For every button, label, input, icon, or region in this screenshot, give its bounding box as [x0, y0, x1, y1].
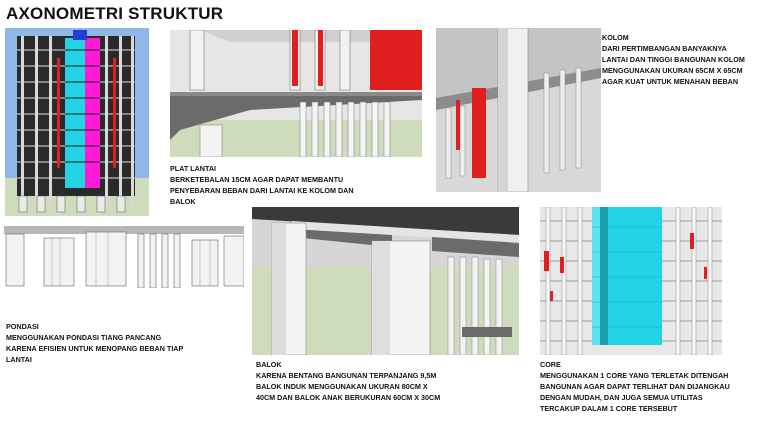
pondasi-text: MENGGUNAKAN PONDASI TIANG PANCANG KARENA…: [6, 333, 184, 364]
page-title: AXONOMETRI STRUKTUR: [6, 4, 224, 23]
building-axonometric-image: [5, 28, 149, 216]
core-heading: CORE: [540, 360, 561, 369]
plat-lantai-text: BERKETEBALAN 15CM AGAR DAPAT MEMBANTU PE…: [170, 175, 354, 206]
plat-lantai-heading: PLAT LANTAI: [170, 164, 217, 173]
balok-heading: BALOK: [256, 360, 282, 369]
pondasi-image: [4, 226, 244, 288]
balok-image: [252, 207, 519, 355]
pondasi-caption: PONDASI MENGGUNAKAN PONDASI TIANG PANCAN…: [6, 321, 183, 365]
core-image: [540, 207, 722, 355]
pondasi-heading: PONDASI: [6, 322, 39, 331]
balok-caption: BALOK KARENA BENTANG BANGUNAN TERPANJANG…: [256, 359, 440, 403]
kolom-caption: KOLOM DARI PERTIMBANGAN BANYAKNYA LANTAI…: [602, 32, 745, 87]
kolom-image: [436, 28, 601, 192]
plat-lantai-image: [170, 30, 422, 157]
balok-text: KARENA BENTANG BANGUNAN TERPANJANG 9,5M …: [256, 371, 441, 402]
core-caption: CORE MENGGUNAKAN 1 CORE YANG TERLETAK DI…: [540, 359, 730, 414]
kolom-text: DARI PERTIMBANGAN BANYAKNYA LANTAI DAN T…: [602, 44, 745, 86]
kolom-heading: KOLOM: [602, 33, 629, 42]
plat-lantai-caption: PLAT LANTAI BERKETEBALAN 15CM AGAR DAPAT…: [170, 163, 354, 207]
core-text: MENGGUNAKAN 1 CORE YANG TERLETAK DITENGA…: [540, 371, 730, 413]
